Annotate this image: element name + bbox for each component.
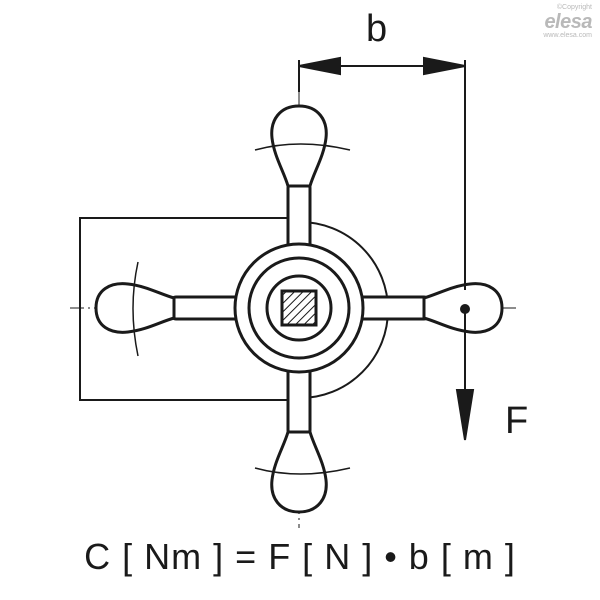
knob-top bbox=[270, 104, 328, 188]
knobs bbox=[94, 104, 504, 514]
knob-left bbox=[94, 282, 176, 334]
logo-copyright: ©Copyright bbox=[556, 4, 592, 11]
dimension-b bbox=[298, 56, 466, 290]
elesa-logo: ©Copyright elesa www.elesa.com bbox=[522, 4, 592, 40]
logo-name: elesa bbox=[544, 11, 592, 33]
square-bore bbox=[280, 289, 318, 327]
logo-url: www.elesa.com bbox=[543, 32, 592, 39]
rotation-arcs bbox=[132, 143, 351, 475]
force-label-f: F bbox=[505, 400, 529, 442]
spokes bbox=[170, 182, 430, 436]
force-arrow bbox=[455, 304, 475, 441]
dimension-label-b: b bbox=[366, 8, 388, 50]
torque-formula: C [ Nm ] = F [ N ] • b [ m ] bbox=[84, 536, 516, 577]
knob-bottom bbox=[270, 430, 328, 514]
